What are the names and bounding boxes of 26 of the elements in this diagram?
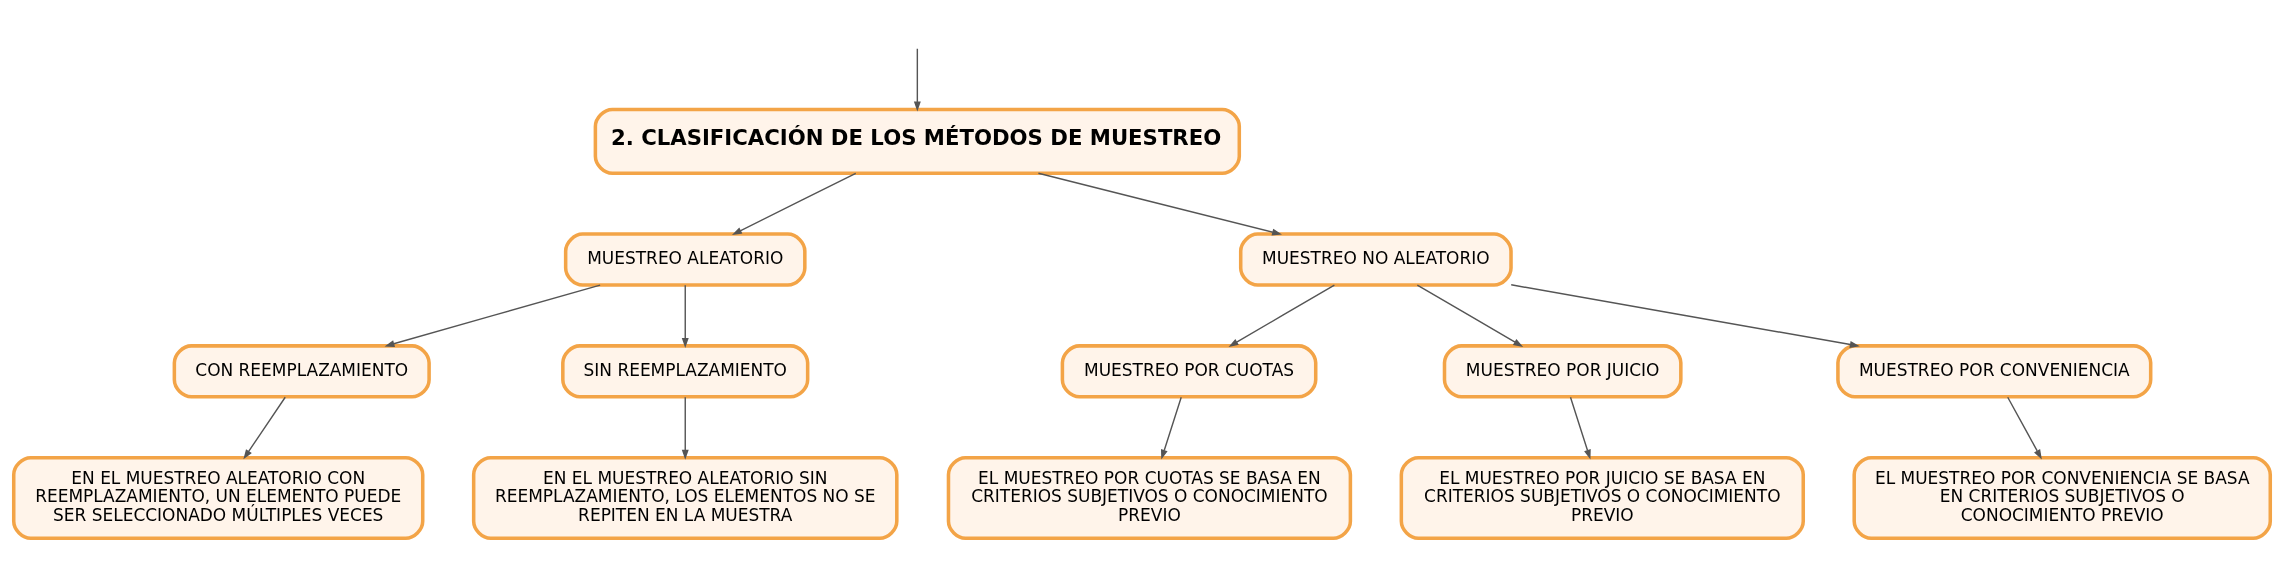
arrow: [1037, 172, 1282, 236]
node-box: MUESTREO POR JUICIO: [1442, 344, 1683, 399]
arrow: [1160, 396, 1182, 460]
arrow: [1510, 284, 1860, 348]
arrow: [384, 284, 601, 348]
node-box: EN EL MUESTREO ALEATORIO SIN REEMPLAZAMIENTO, LOS ELEMENTOS NO SE REPITEN EN LA MUESTRA: [471, 455, 899, 541]
node-box: MUESTREO NO ALEATORIO: [1238, 232, 1513, 287]
arrow: [913, 48, 921, 112]
node-box: EN EL MUESTREO ALEATORIO CON REEMPLAZAMIENTO, UN ELEMENTO PUEDE SER SELECCIONADO MÚLTIPLES VECES: [11, 455, 425, 541]
arrow: [731, 172, 857, 235]
node-box: 2. CLASIFICACIÓN DE LOS MÉTODOS DE MUESTREO: [593, 107, 1242, 175]
node-box: CON REEMPLAZAMIENTO: [172, 344, 431, 399]
arrow: [2007, 396, 2042, 460]
arrow: [681, 284, 689, 348]
node-box: EL MUESTREO POR JUICIO SE BASA EN CRITERIOS SUBJETIVOS O CONOCIMIENTO PREVIO: [1399, 455, 1805, 541]
node-box: EL MUESTREO POR CUOTAS SE BASA EN CRITERIOS SUBJETIVOS O CONOCIMIENTO PREVIO: [946, 455, 1353, 541]
node-box: SIN REEMPLAZAMIENTO: [561, 344, 810, 399]
node-box: MUESTREO ALEATORIO: [563, 232, 807, 287]
arrow: [1228, 284, 1336, 347]
arrow: [1416, 284, 1524, 347]
arrow: [681, 396, 689, 460]
arrow: [243, 396, 286, 460]
node-box: MUESTREO POR CUOTAS: [1060, 344, 1318, 399]
node-box: EL MUESTREO POR CONVENIENCIA SE BASA EN CRITERIOS SUBJETIVOS O CONOCIMIENTO PREVIO: [1852, 455, 2273, 541]
arrow: [1569, 396, 1591, 460]
node-box: MUESTREO POR CONVENIENCIA: [1836, 344, 2153, 399]
